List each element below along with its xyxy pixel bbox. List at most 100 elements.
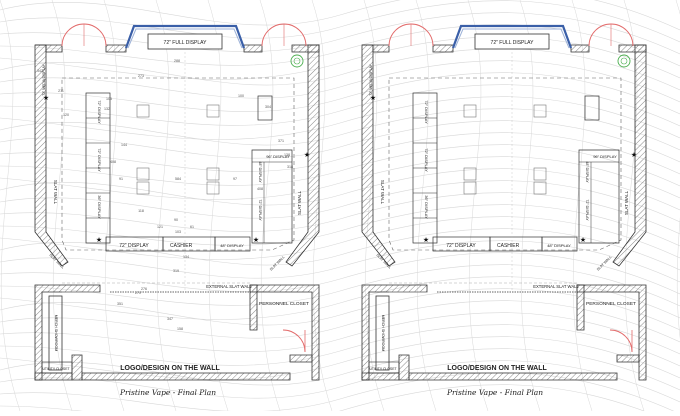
floor-display-unit [463, 167, 477, 181]
contour-line [259, 0, 281, 412]
contour-line [0, 36, 680, 80]
right-display-block [251, 149, 293, 244]
contour-line [0, 336, 680, 380]
left-display-label-2: 72" DISPLAY [424, 148, 429, 172]
floor-display-unit [136, 167, 150, 181]
display-72-side-label: 72" DISPLAY [258, 199, 262, 221]
plan-title: Pristine Vape - Final Plan [119, 388, 216, 397]
display-96-label: 96" DISPLAY [593, 154, 617, 159]
star-icon: ★ [43, 94, 49, 102]
entrance-door [388, 23, 412, 47]
entrance-door [83, 23, 107, 47]
dimension-label: 134 [183, 255, 189, 259]
contour-line [0, 252, 680, 295]
contour-line [0, 0, 21, 412]
floor-display-unit [463, 104, 477, 118]
contour-line [0, 168, 680, 211]
floor-display-unit [463, 181, 477, 195]
display-72-label: 72" DISPLAY [446, 243, 476, 249]
utility-closet-box [368, 361, 400, 374]
contour-line [51, 0, 73, 412]
plan-title: Pristine Vape - Final Plan [446, 388, 543, 397]
left-display-label-1: 72" DISPLAY [97, 100, 102, 124]
cashier-label: CASHIER [170, 243, 193, 249]
dimension-label: 408 [110, 160, 116, 164]
contour-line [0, 324, 680, 367]
utility-divider [398, 354, 410, 381]
contour-line [0, 384, 658, 416]
dashed-floor-outline [61, 77, 295, 251]
contour-line [0, 132, 680, 175]
floor-display-unit [533, 104, 547, 118]
display-96-label: 96" DISPLAY [266, 154, 290, 159]
dimension-label: 61 [190, 225, 194, 229]
utility-divider [71, 354, 83, 381]
utility-wall [361, 372, 400, 381]
slat-wall-right-label: SLAT WALL [624, 190, 629, 215]
display-72-label: 72" DISPLAY [119, 243, 149, 249]
dimension-label: 371 [278, 139, 284, 143]
entrance-door [410, 23, 434, 47]
full-display-label: 72" FULL DISPLAY [164, 40, 208, 46]
plant-icon-inner [620, 57, 628, 65]
dimension-label: 132 [104, 107, 110, 111]
floor-display-unit [136, 181, 150, 195]
display-48-label: 48" DISPLAY [220, 243, 244, 248]
display-72-side-label: 72" DISPLAY [585, 199, 589, 221]
display-48-label: 48" DISPLAY [547, 243, 571, 248]
dimension-label: 288 [174, 59, 180, 63]
dimension-label: 351 [117, 302, 123, 306]
personnel-closet-label: PERSONNEL CLOSET [259, 301, 309, 307]
contour-line [0, 348, 680, 391]
contour-line [415, 0, 437, 412]
display-48-side-label: 48" DISPLAY [585, 161, 589, 183]
contour-line [0, 240, 680, 283]
bottom-right-step [289, 354, 313, 363]
media-display-label: 72" MEDIA DISPLAY [42, 64, 46, 96]
contour-line [0, 48, 680, 91]
slat-wall-bottom-right-label: SLAT WALL [269, 255, 285, 271]
display-48-box [214, 236, 251, 252]
dimension-label: 91 [119, 177, 123, 181]
left-display-label-3: 36" DISPLAY [424, 195, 429, 219]
dimension-label: 90 [174, 218, 178, 222]
display-48-side-label: 48" DISPLAY [258, 161, 262, 183]
contour-line [0, 360, 680, 403]
slat-wall-left-label: SLAT WALL [380, 180, 385, 205]
top-wall-right [291, 44, 320, 53]
dimension-label: 319 [173, 269, 179, 273]
entrance-door [588, 23, 612, 47]
merch-showroom-box [48, 295, 63, 371]
display-48-box [541, 236, 578, 252]
dimension-label: 276 [141, 287, 147, 291]
floor-display-unit [206, 181, 220, 195]
entrance-door [261, 23, 285, 47]
merch-showroom-label: MERCH SHOWROOM [381, 315, 385, 352]
contour-line [0, 12, 680, 55]
contour-line [519, 0, 541, 412]
entrance-door [61, 23, 85, 47]
window-niche [124, 24, 246, 49]
top-wall-left [35, 44, 63, 53]
left-display-label-1: 72" DISPLAY [424, 100, 429, 124]
star-icon: ★ [96, 236, 102, 244]
personnel-closet-label: PERSONNEL CLOSET [586, 301, 636, 307]
closet-wall [576, 284, 585, 331]
dimension-label: 408 [257, 187, 263, 191]
contour-line [0, 180, 680, 223]
bottom-wall [81, 372, 291, 381]
merch-showroom-label: MERCH SHOWROOM [54, 315, 58, 352]
entrance-door [610, 23, 634, 47]
right-wall-shelf [584, 95, 600, 121]
contour-line [0, 204, 680, 247]
star-icon: ★ [423, 236, 429, 244]
full-display-box [474, 33, 550, 50]
dashed-floor-outline [388, 77, 622, 251]
contour-line [103, 0, 125, 412]
contour-line [0, 144, 680, 187]
right-display-block [578, 149, 620, 244]
contour-line [0, 72, 680, 115]
utility-closet-label: UTILITY CLOSET [42, 367, 69, 371]
top-wall-mid-left [105, 44, 127, 53]
